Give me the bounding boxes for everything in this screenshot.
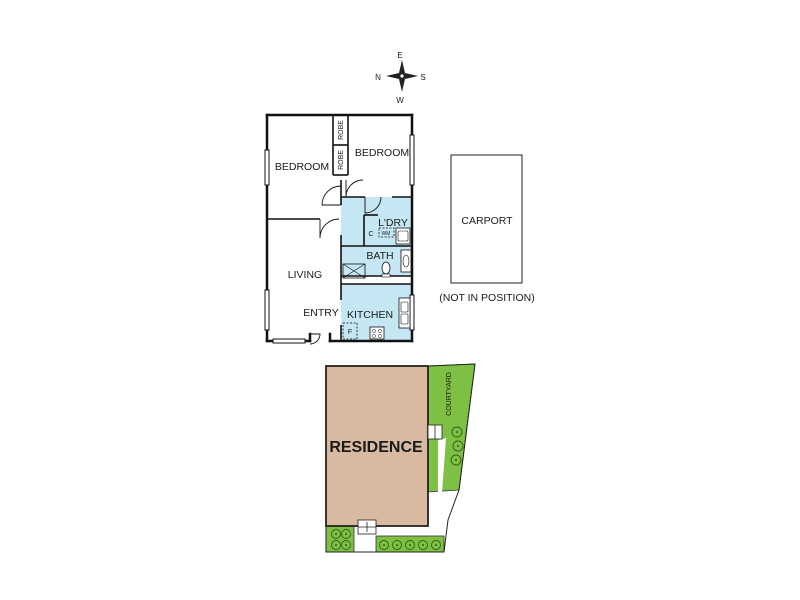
front-steps [357,519,377,535]
bedroom-left-label: BEDROOM [275,161,329,173]
bath-label: BATH [366,250,393,262]
side-steps [427,424,443,440]
compass-west-label: W [396,96,404,105]
carport-outline [450,154,523,284]
site-plan [325,363,476,553]
compass-north-label: N [375,73,381,82]
compass-south-label: S [420,73,425,82]
fridge-space [342,322,358,340]
compass-east-label: E [397,51,402,60]
bath-area [341,246,412,276]
carport-label: CARPORT [461,215,513,227]
bedroom-right-label: BEDROOM [355,147,409,159]
shower [342,263,366,279]
compass-rose-icon [386,60,418,92]
laundry-cupboard-label: C [368,231,373,238]
entry-label: ENTRY [303,307,338,319]
living-label: LIVING [288,269,322,281]
laundry-trough [395,227,411,245]
cooktop [369,326,385,340]
vanity [400,249,412,273]
courtyard-label: COURTYARD [446,372,453,416]
courtyard-path [438,438,446,520]
washing-machine-label: WM [382,231,391,237]
carport-note: (NOT IN POSITION) [439,292,534,304]
toilet [381,261,391,275]
kitchen-label: KITCHEN [347,309,393,321]
residence-label: RESIDENCE [329,439,423,456]
kitchen-bench [398,297,411,329]
unit-floor-plan [264,113,415,345]
laundry-label: L'DRY [378,217,408,229]
robe-upper-label: ROBE [338,120,345,140]
washing-machine [378,227,395,238]
robe-lower-label: ROBE [338,150,345,170]
residence-block [325,365,429,527]
fridge-label: F [348,329,352,336]
